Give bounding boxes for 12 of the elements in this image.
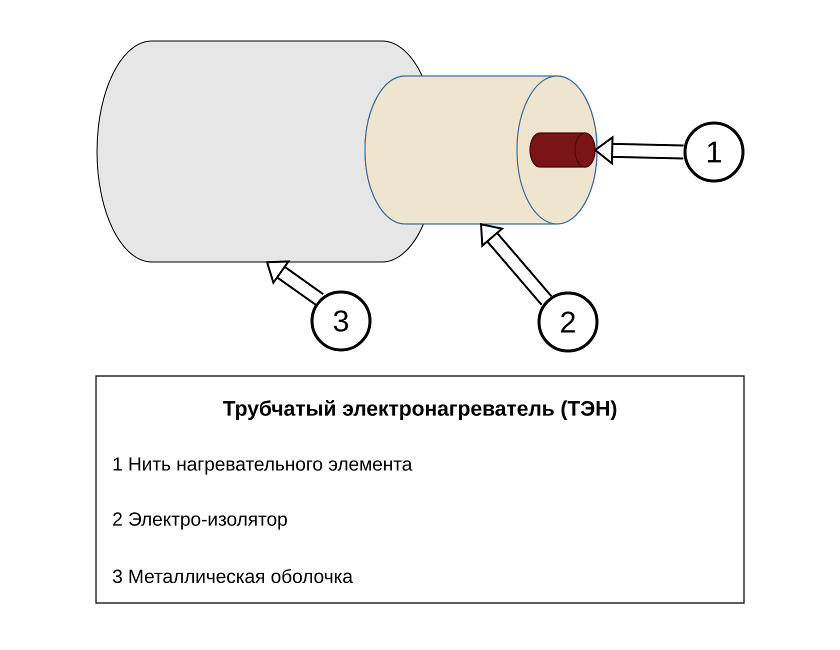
legend-entry: 2 Электро-изолятор xyxy=(113,512,287,530)
cylinder-drawing xyxy=(364,75,598,225)
legend-title: Трубчатый электронагреватель (ТЭН) xyxy=(222,400,616,420)
legend-box xyxy=(95,375,745,604)
callout-number: 3 xyxy=(310,290,372,352)
cylinder-drawing xyxy=(96,40,424,262)
cylinder-drawing xyxy=(529,132,596,168)
callout-number: 2 xyxy=(538,292,598,352)
callout-number: 1 xyxy=(684,122,744,182)
legend-entry: 1 Нить нагревательного элемента xyxy=(114,458,412,474)
block-arrow xyxy=(480,223,552,306)
legend-entry: 3 Металлическая оболочка xyxy=(112,568,353,584)
